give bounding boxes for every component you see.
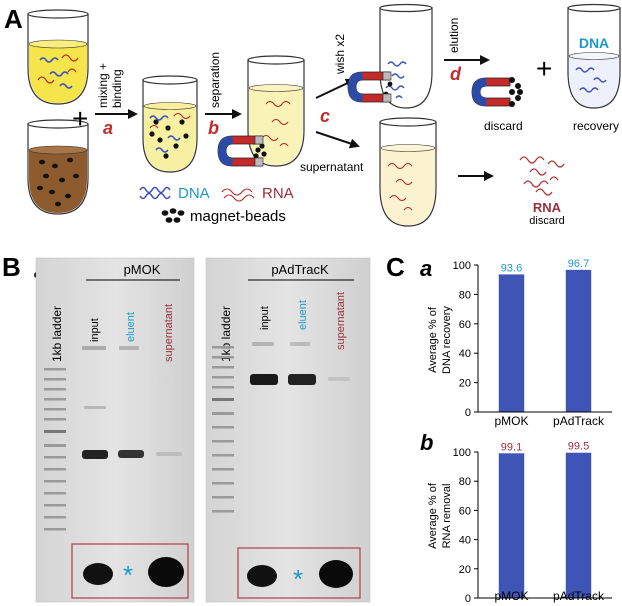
tube-supernatant [379,117,437,227]
chart-a-letter: a [420,256,432,281]
chart-a-category-label: pMOK [494,414,528,428]
panel-c-letter: C [386,252,405,282]
chart-b-ytick-label: 80 [459,476,471,488]
arrow-supernatant: supernatant [300,131,364,174]
tube-wash [379,3,433,109]
gel-b-asterisk: * [293,564,303,594]
step-b-label: separation [208,52,222,108]
tube-separation [247,55,305,167]
gel-a-title: pMOK [124,262,161,277]
step-d-letter: d [450,64,462,84]
discard-label: discard [484,119,523,133]
chart-a: a Average % of DNA recovery 0 20 40 60 80 100… [420,256,612,428]
gel-b-lane-eluent: eluent [297,300,309,330]
chart-b-category-label: pAdTrack [553,589,605,603]
chart-a-ytick-label: 40 [459,348,471,360]
chart-a-ylabel-2: DNA recovery [441,306,453,374]
recovery-label: recovery [573,119,619,133]
step-a-letter: a [103,118,113,138]
chart-b-ytick-label: 20 [459,564,471,576]
chart-b-ytick-label: 100 [453,447,471,459]
gel-b-ladder-label: 1kb ladder [219,306,233,362]
chart-a-bar [498,274,525,412]
rna-legend-icon [221,188,255,202]
chart-a-ytick-label: 60 [459,319,471,331]
chart-b-value-label: 99.1 [501,441,522,453]
arrow-step-c: wish x2 c [315,34,356,126]
chart-b-letter: b [420,430,433,455]
chart-a-ytick-label: 100 [453,260,471,272]
step-d-label: elution [447,18,461,53]
gel-b-lane-supernatant: supernatant [335,292,347,350]
tube-mixed [142,75,198,173]
arrow-step-b: separation b [205,52,242,138]
chart-b-ytick-label: 60 [459,505,471,517]
dna-tube-label: DNA [579,35,609,51]
chart-b-bar [565,452,592,598]
chart-b-ytick-label: 40 [459,535,471,547]
gel-a-ladder-label: 1kb ladder [50,306,64,362]
arrow-step-d: elution d [444,18,490,84]
step-c-label: wish x2 [333,34,347,75]
legend-dna: DNA [178,185,210,202]
legend-beads: magnet-beads [190,208,286,225]
chart-b-ylabel-2: RNA removal [441,484,453,549]
tube-dna-recovery [567,3,621,109]
chart-b-ytick-label: 0 [465,593,471,605]
step-a-label-1: mixing + [96,63,110,108]
step-b-letter: b [208,118,219,138]
rna-discard-label: discard [529,215,564,227]
chart-a-ylabel-1: Average % of [427,306,439,373]
arrow-step-a: mixing + binding a [95,63,138,138]
plus-sign-1: + [72,103,88,134]
chart-b-value-label: 99.5 [568,441,589,453]
legend-rna: RNA [262,185,294,202]
chart-a-value-label: 96.7 [568,258,589,270]
chart-a-ytick-label: 20 [459,378,471,390]
chart-a-ytick-label: 80 [459,289,471,301]
step-a-label-2: binding [110,69,124,108]
gel-b-lane-input: input [259,306,271,330]
beads-legend-icon [161,208,185,223]
gel-a-lane-supernatant: supernatant [163,304,175,362]
tube-sample [27,9,89,105]
gel-a-asterisk: * [123,560,133,590]
dna-legend-icon [139,186,171,200]
chart-b-ylabel-1: Average % of [427,482,439,549]
gel-a: a pMOK 1kb ladder input eluent supernata… [34,257,195,603]
chart-a-bar [565,269,592,412]
panel-b-letter: B [2,252,21,282]
gel-a-lane-eluent: eluent [125,312,137,342]
rna-cluster-icon [519,156,565,196]
chart-b-bar [498,453,525,598]
chart-b-category-label: pMOK [494,589,528,603]
step-c-letter: c [320,106,330,126]
supernatant-label: supernatant [300,160,364,174]
gel-b-title: pAdTracK [271,262,329,277]
plus-sign-2: + [536,53,552,84]
chart-a-value-label: 93.6 [501,262,522,274]
chart-a-category-label: pAdTrack [553,414,605,428]
rna-label: RNA [533,200,562,215]
gel-a-ladder-bands [44,368,66,531]
chart-b: b Average % of RNA removal 020406080100 … [420,430,612,605]
gel-b-ladder-bands [212,346,234,513]
gel-b: b pAdTracK 1kb ladder input eluent super… [205,257,371,603]
panel-a-letter: A [4,4,23,34]
tube-beads [27,119,89,215]
gel-a-lane-input: input [89,318,101,342]
magnet-icon [347,71,392,103]
chart-a-ytick-label: 0 [465,407,471,419]
magnet-icon [217,135,264,167]
legend: DNA RNA magnet-beads [139,185,294,225]
magnet-icon [471,77,523,107]
